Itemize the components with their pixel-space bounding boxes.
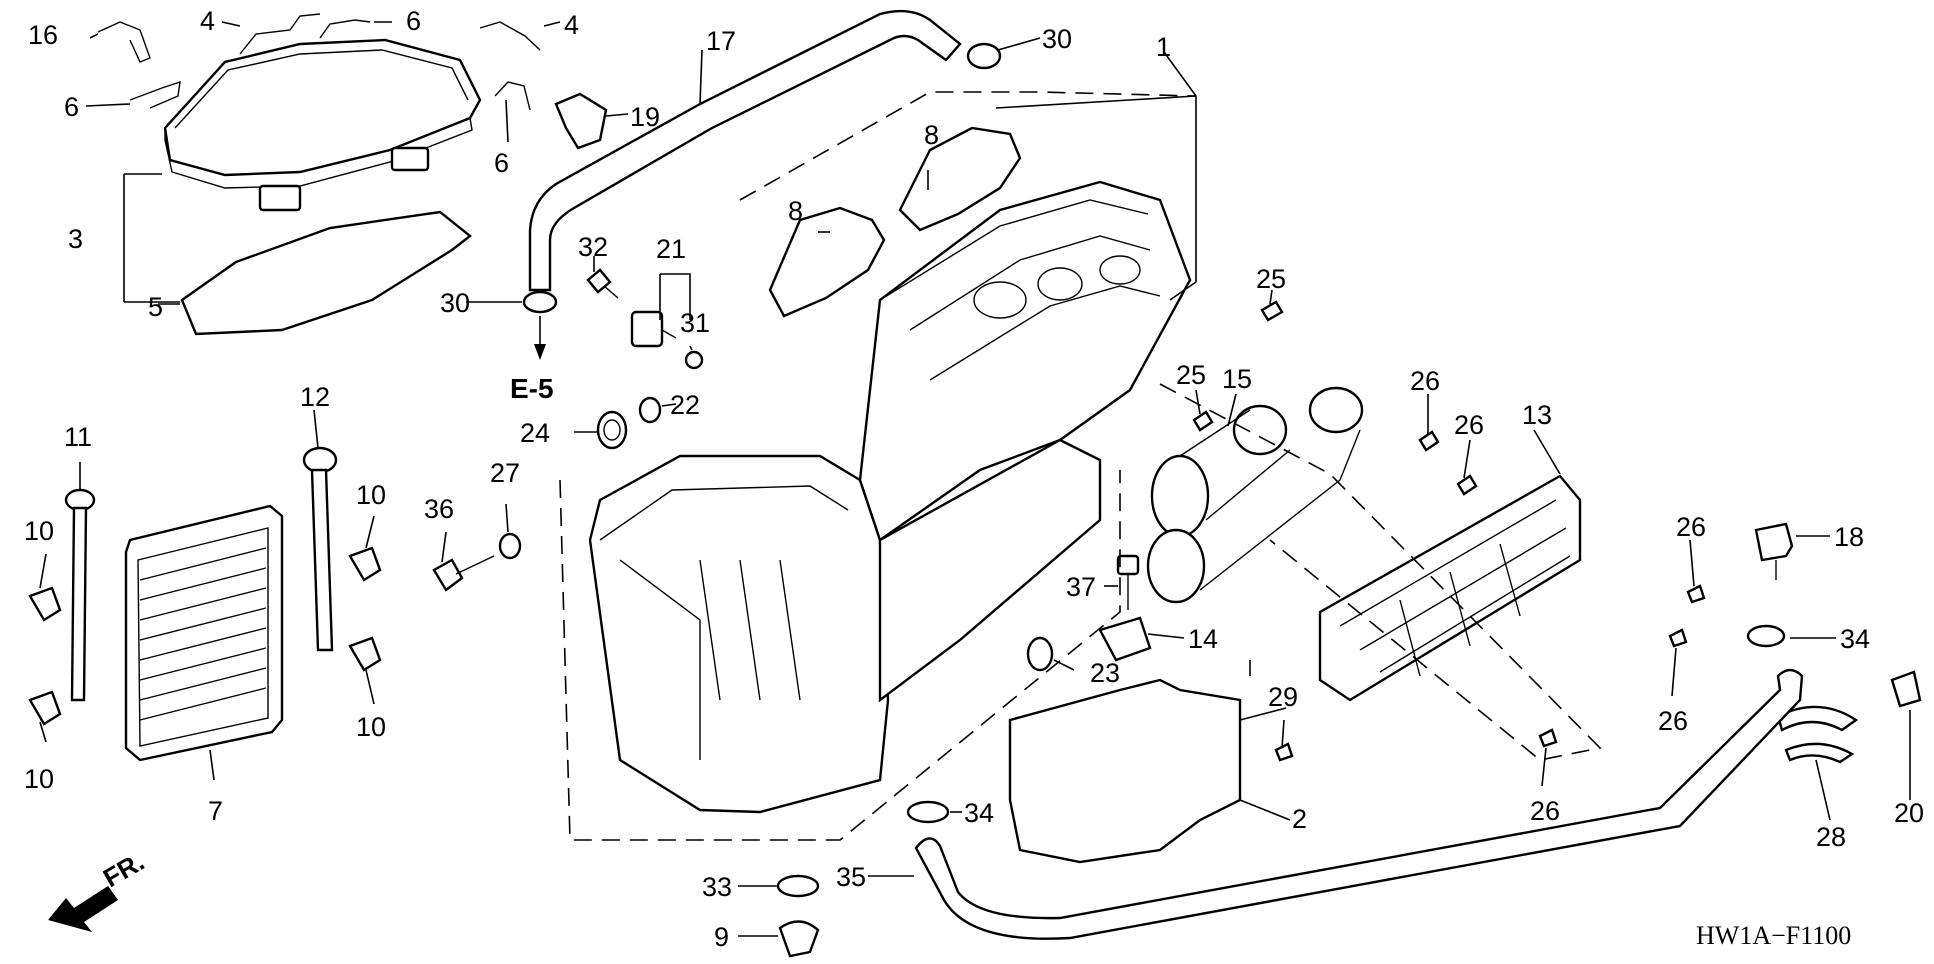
callout-26: 26 (1410, 366, 1440, 396)
callout-22: 22 (670, 390, 700, 420)
part-filter-clips (28, 546, 382, 726)
part-screws (1192, 300, 1706, 762)
part-small-hardware (1026, 554, 1152, 672)
part-clamp-upper (966, 42, 1002, 70)
callout-1: 1 (1156, 32, 1171, 62)
callout-32: 32 (578, 232, 608, 262)
part-drain-fittings (776, 800, 950, 958)
part-right-fittings (1746, 522, 1922, 764)
callout-18: 18 (1834, 522, 1864, 552)
callout-33: 33 (702, 872, 732, 902)
reference-arrow (534, 316, 546, 360)
callout-21: 21 (656, 234, 686, 264)
part-filter-rods (64, 446, 338, 702)
drawing-code: HW1A−F1100 (1696, 921, 1851, 950)
callout-7: 7 (208, 796, 223, 826)
part-drain-hose (914, 668, 1804, 940)
callout-25: 25 (1176, 360, 1206, 390)
part-sensor (586, 268, 704, 370)
part-intake-tubes (1146, 386, 1364, 604)
leader-lines (39, 21, 1911, 937)
callout-13: 13 (1522, 400, 1552, 430)
callout-26: 26 (1658, 706, 1688, 736)
callout-2: 2 (1292, 804, 1307, 834)
callout-26: 26 (1676, 512, 1706, 542)
callout-26: 26 (1530, 796, 1560, 826)
callout-6: 6 (406, 6, 421, 36)
callout-9: 9 (714, 922, 729, 952)
callout-24: 24 (520, 418, 550, 448)
callout-27: 27 (490, 458, 520, 488)
callout-15: 15 (1222, 364, 1252, 394)
callout-35: 35 (836, 862, 866, 892)
callout-36: 36 (424, 494, 454, 524)
callout-10: 10 (24, 764, 54, 794)
callout-8: 8 (924, 120, 939, 150)
callout-34: 34 (964, 798, 994, 828)
callout-28: 28 (1816, 822, 1846, 852)
part-side-cover (1318, 474, 1582, 702)
part-cover-gasket (180, 210, 472, 336)
callout-6: 6 (494, 148, 509, 178)
callout-29: 29 (1268, 682, 1298, 712)
callout-37: 37 (1066, 572, 1096, 602)
part-gasket-left (768, 206, 886, 318)
callout-31: 31 (680, 308, 710, 338)
callout-16: 16 (28, 20, 58, 50)
callout-10: 10 (356, 480, 386, 510)
callout-19: 19 (630, 102, 660, 132)
part-cover (163, 38, 482, 212)
part-air-cleaner-housing (588, 180, 1192, 814)
callout-4: 4 (564, 10, 579, 40)
callout-23: 23 (1090, 658, 1120, 688)
callout-14: 14 (1188, 624, 1218, 654)
callout-11: 11 (64, 422, 92, 452)
part-lower-duct (1008, 678, 1242, 864)
callout-34: 34 (1840, 624, 1870, 654)
callout-6: 6 (64, 92, 79, 122)
callout-12: 12 (300, 382, 330, 412)
callout-10: 10 (24, 516, 54, 546)
callouts: 16 4 6 4 6 6 3 5 17 30 19 1 8 8 21 32 31… (24, 6, 1924, 952)
callout-3: 3 (68, 224, 83, 254)
front-direction-arrow: FR. (48, 846, 149, 932)
part-gasket-right (898, 126, 1022, 232)
part-air-filter (124, 504, 284, 762)
callout-17: 17 (706, 26, 736, 56)
callout-10: 10 (356, 712, 386, 742)
callout-5: 5 (148, 292, 163, 322)
callout-8: 8 (788, 196, 803, 226)
callout-4: 4 (200, 6, 215, 36)
part-grommets (596, 396, 662, 450)
part-clips-top (97, 13, 608, 150)
callout-26: 26 (1454, 410, 1484, 440)
reference-label: E-5 (510, 373, 554, 404)
callout-25: 25 (1256, 264, 1286, 294)
direction-label: FR. (98, 846, 149, 893)
part-clamp-lower (522, 290, 558, 314)
callout-30: 30 (440, 288, 470, 318)
callout-20: 20 (1894, 798, 1924, 828)
part-breather-hose (528, 9, 962, 292)
part-bolt-washer (432, 532, 522, 592)
callout-30: 30 (1042, 24, 1072, 54)
